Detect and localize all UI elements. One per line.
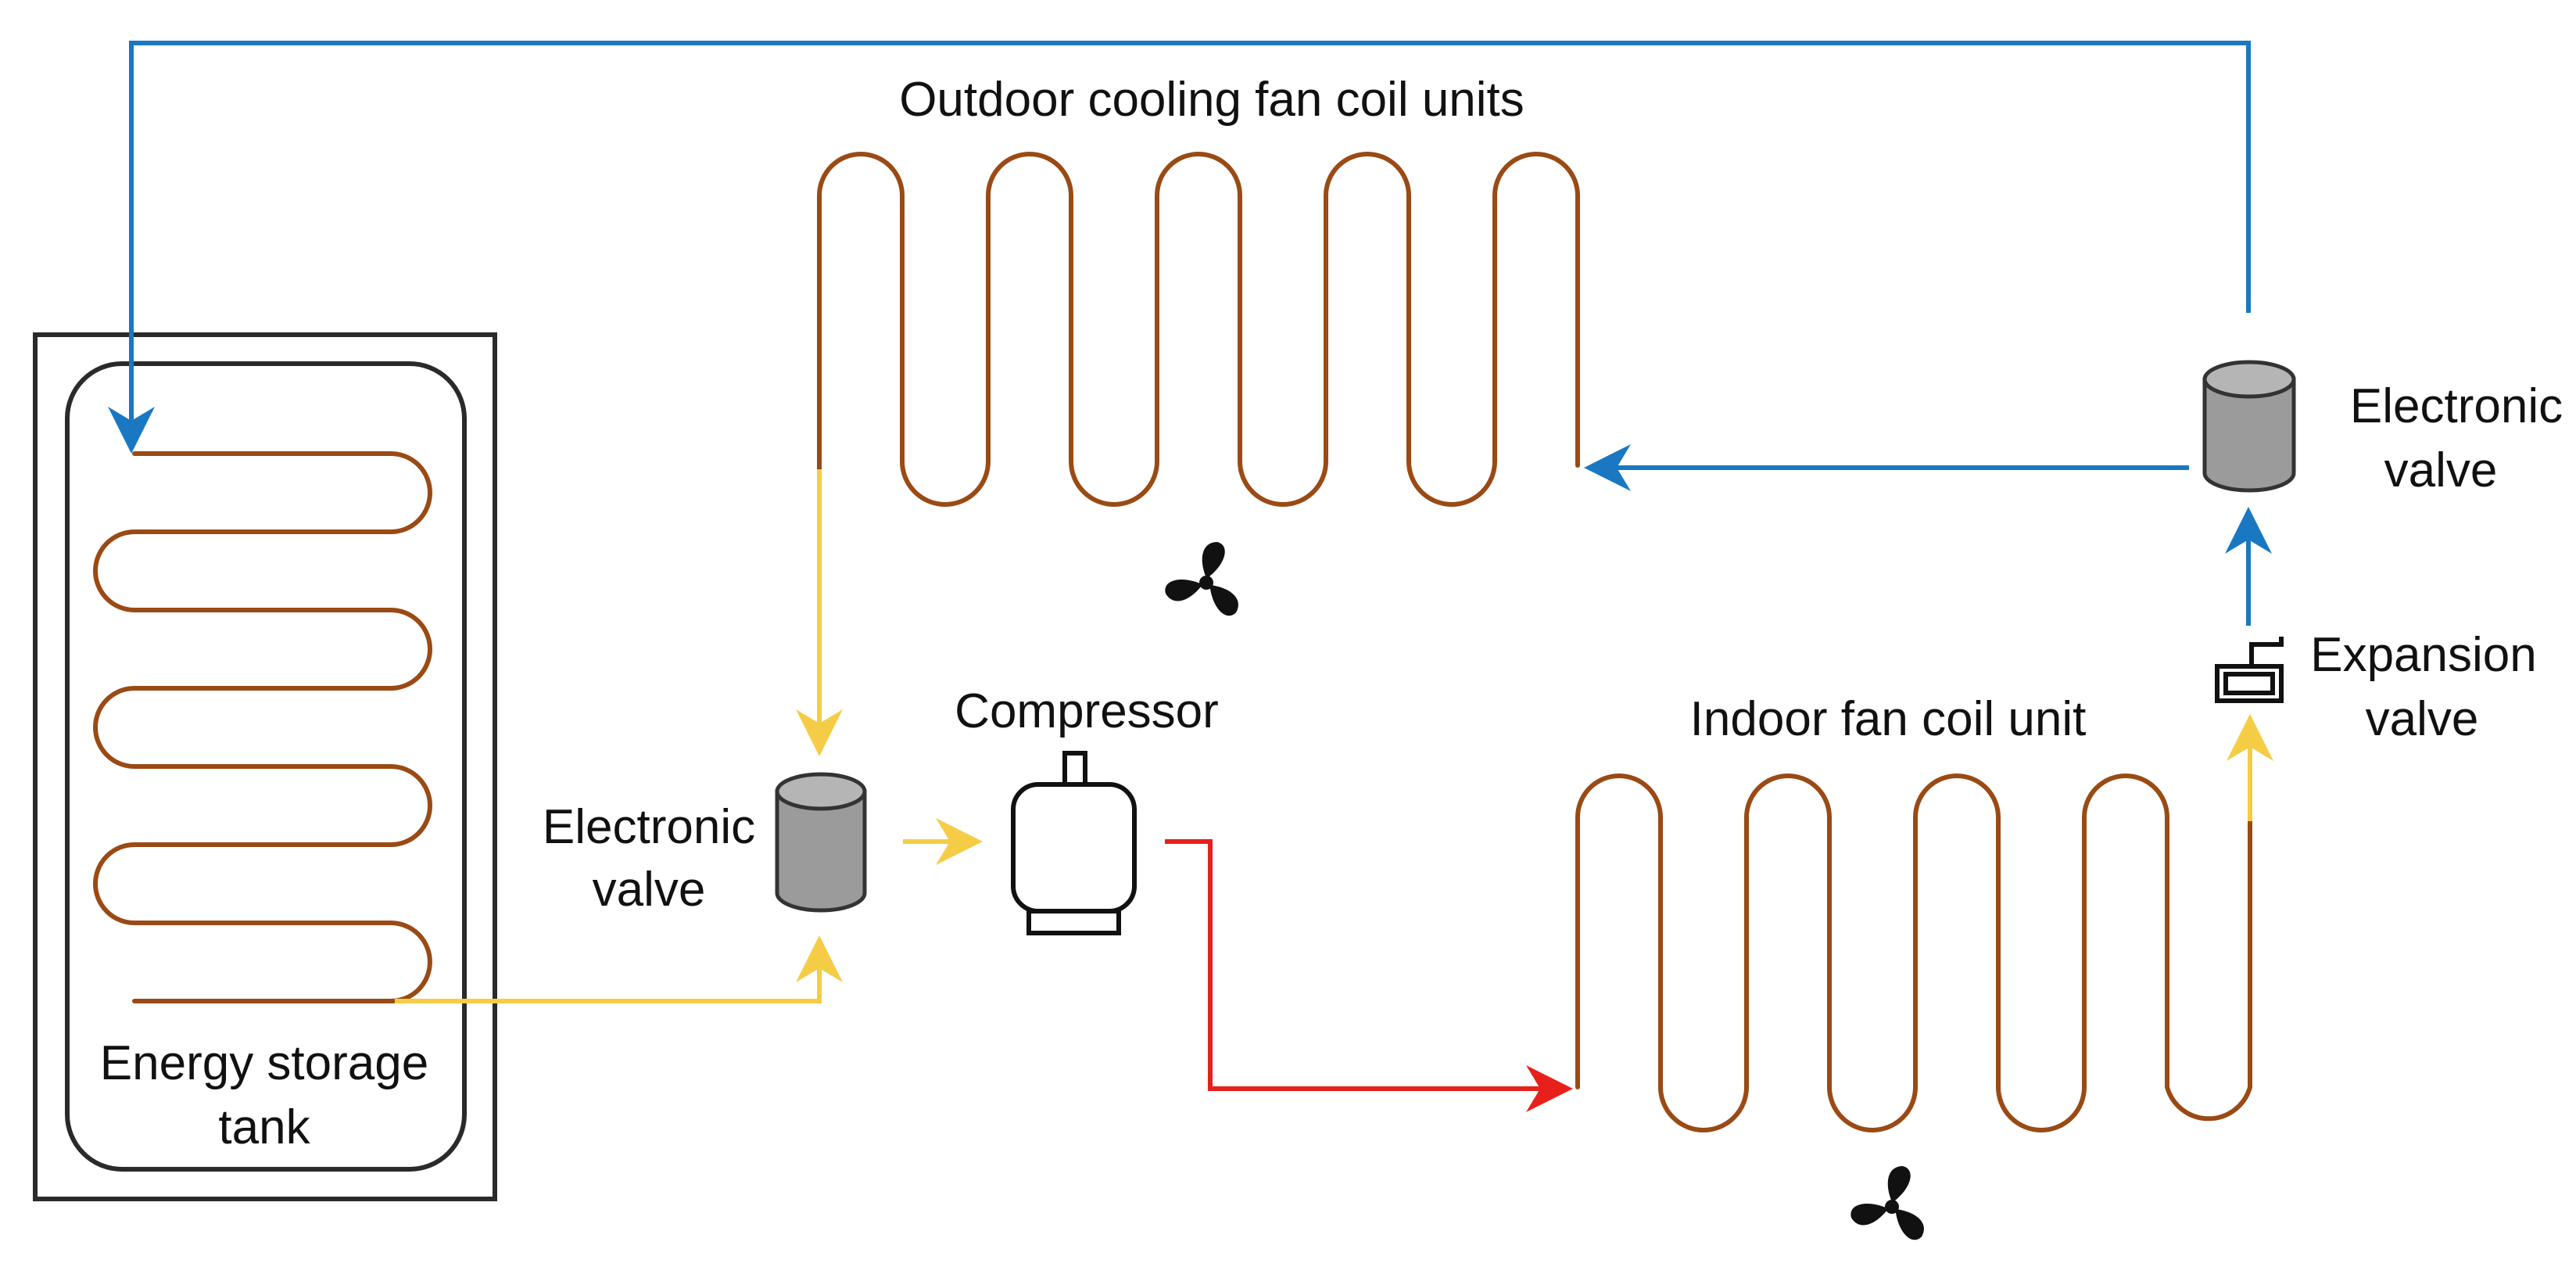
- left-valve-label-line1: Electronic: [543, 800, 755, 854]
- tank-coil: [93, 451, 432, 1003]
- cylinder-valve-icon: [2202, 360, 2296, 493]
- tank-label-line1: Energy storage: [100, 1036, 428, 1090]
- expansion-label-line2: valve: [2366, 692, 2479, 746]
- left-valve-label-line2: valve: [593, 863, 706, 917]
- outdoor-coil: [817, 152, 1580, 507]
- outdoor-coil-label: Outdoor cooling fan coil units: [899, 73, 1524, 127]
- fan-icon: [1847, 1166, 1929, 1244]
- hot-discharge-line: [1165, 839, 1573, 1112]
- compressor-icon: [1011, 751, 1137, 935]
- fan-icon: [1162, 542, 1244, 619]
- expansion-valve-icon: [2215, 637, 2284, 703]
- indoor-coil-label: Indoor fan coil unit: [1690, 692, 2087, 746]
- right-valve-label-line2: valve: [2384, 443, 2498, 497]
- tank-label-line2: tank: [218, 1100, 310, 1154]
- energy-storage-tank: Energy storage tank: [33, 332, 497, 1201]
- right-valve-label-line1: Electronic: [2350, 379, 2563, 433]
- cold-return-line: [108, 41, 2272, 626]
- low-pressure-line: [395, 469, 2273, 1003]
- outdoor-fan-coil: Outdoor cooling fan coil units: [817, 73, 1580, 619]
- expansion-label-line1: Expansion: [2310, 628, 2537, 682]
- compressor-label: Compressor: [955, 684, 1219, 738]
- cylinder-valve-icon: [775, 772, 867, 913]
- indoor-coil: [1575, 773, 2252, 1132]
- indoor-fan-coil: Indoor fan coil unit: [1575, 692, 2252, 1244]
